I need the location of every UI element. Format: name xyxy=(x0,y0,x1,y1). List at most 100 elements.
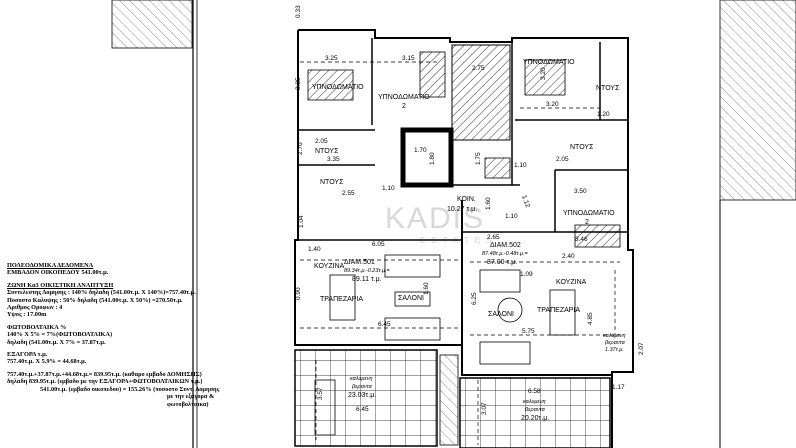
notes-ratio-2: 541.00τ.μ. (εμβαδο οικοπεδου) = 155.26% … xyxy=(40,385,220,393)
dim: 3.50 xyxy=(574,188,587,195)
dim: 3.25 xyxy=(325,55,338,62)
dim: 2.75 xyxy=(472,65,485,72)
bed-right xyxy=(524,59,566,96)
label-living-502: ΣΑΛΟΝΙ xyxy=(488,311,514,318)
elevator-shaft xyxy=(400,127,454,188)
dim: 3.25 xyxy=(295,77,302,90)
label-veranda-small-2: βεραντα xyxy=(604,340,626,346)
label-common-area: 10.27 τ.μ. xyxy=(447,206,477,213)
dim: 1.40 xyxy=(308,246,321,253)
dim: 2.05 xyxy=(556,156,569,163)
notes-purchase-area: 757.40τ.μ. Χ 5.9% = 44.68τ.μ. xyxy=(7,358,87,366)
dim: 1.10 xyxy=(505,213,518,220)
dim: 1.80 xyxy=(429,152,436,165)
label-apt-502-calc: 87.48τ.μ.-0.48τ.μ.= xyxy=(482,251,529,257)
label-veranda-left-area: 23.03τ.μ. xyxy=(348,392,376,399)
label-veranda-left-1: καλυμενη xyxy=(350,376,373,382)
label-bedroom2-left-num: 2 xyxy=(402,103,406,110)
dim: 1.75 xyxy=(475,152,482,165)
dim: 6.45 xyxy=(356,406,369,413)
notes-pv-area: δηλαδη (541.00τ.μ. Χ 7% = 37.87τ.μ. xyxy=(7,338,106,346)
dim: 1.60 xyxy=(423,282,430,295)
dim: 4.85 xyxy=(587,312,594,325)
label-veranda-right-area: 20.20τ.μ. xyxy=(521,415,549,422)
dim: 2.65 xyxy=(487,234,500,241)
dim: 2.40 xyxy=(562,253,575,260)
label-apt-502: ΔΙΑΜ.502 xyxy=(490,242,521,249)
label-dining-501: ΤΡΑΠΕΖΑΡΙΑ xyxy=(320,296,363,303)
dim: 6.45 xyxy=(378,321,391,328)
label-shower-left: ΝΤΟΥΣ xyxy=(315,148,339,155)
label-kitchen-501: ΚΟΥΖΙΝΑ xyxy=(314,263,345,270)
dim: 6.25 xyxy=(471,292,478,305)
notes-pv-percent: 140% Χ 5% = 7%(ΦΩΤΟΒΟΛΤΑΙΚΑ) xyxy=(7,331,113,339)
dim: 6.05 xyxy=(372,241,385,248)
label-apt-501: ΔΙΑΜ.501 xyxy=(344,259,375,266)
dim: 1.10 xyxy=(514,162,527,169)
label-apt-502-area: 87.00 τ.μ. xyxy=(487,259,517,266)
dim: 1.12 xyxy=(520,194,531,209)
label-apt-501-calc: 89.34τ.μ.-0.23τ.μ.= xyxy=(344,268,391,274)
watermark: KADIS xyxy=(385,202,485,235)
dim: 1.20 xyxy=(597,111,610,118)
dim: 2.55 xyxy=(342,190,355,197)
notes-building-coefficient: Συντελεστης Δομησης : 140% δηλαδη (541.0… xyxy=(7,289,196,297)
label-living-501: ΣΑΛΟΝΙ xyxy=(398,295,424,302)
dim: 3.20 xyxy=(546,101,559,108)
label-bedroom-right: ΥΠΝΟΔΩΜΑΤΙΟ xyxy=(523,59,575,66)
dimension-labels: 0.33 3.25 3.15 3.25 2.05 3.35 1.70 1.80 … xyxy=(295,5,645,415)
label-veranda-right-1: καλυμενη xyxy=(523,399,546,405)
notes-height: Υψος : 17.00m xyxy=(7,311,47,319)
wardrobe xyxy=(419,51,446,98)
label-bedroom-left: ΥΠΝΟΔΩΜΑΤΙΟ xyxy=(312,84,364,91)
notes-heading-purchase: ΕΞΑΓΟΡΑ τ.μ. xyxy=(7,351,48,359)
notes-ratio-1: δηλαδη 839.95τ.μ. (εμβαδο με την ΕΞΑΓΟΡΑ… xyxy=(7,378,203,386)
planning-notes: ΠΟΛΕΟΔΟΜΙΚΑ ΔΕΔΟΜΕΝΑ ΕΜΒΑΔΟΝ ΟΙΚΟΠΕΔΟΥ 5… xyxy=(7,262,307,408)
dim: 1.09 xyxy=(520,271,533,278)
notes-ratio-4: φωτοβολταικα) xyxy=(167,400,209,408)
dim: 3.35 xyxy=(327,156,340,163)
label-shower-left2: ΝΤΟΥΣ xyxy=(320,179,344,186)
label-dining-502: ΤΡΑΠΕΖΑΡΙΑ xyxy=(537,307,580,314)
notes-plot-area: ΕΜΒΑΔΟΝ ΟΙΚΟΠΕΔΟΥ 541.00τ.μ. xyxy=(7,269,109,277)
label-veranda-small-1: καλυμενη xyxy=(603,333,626,339)
dim: 0.33 xyxy=(295,5,302,18)
label-bedroom2-right-num: 2 xyxy=(585,219,589,226)
notes-coverage: Ποσοστο Καλυψης : 50% δηλαδη (541.00τ.μ.… xyxy=(7,296,183,304)
label-common: ΚΟΙΝ. xyxy=(457,196,476,203)
notes-floors: Αριθμος Οροφων : 4 xyxy=(7,304,63,312)
label-veranda-small-area: 1.37τ.μ. xyxy=(605,347,624,353)
notes-total: 757.40τ.μ.+37.87τ.μ.+44.68τ.μ.= 839.95τ.… xyxy=(7,370,202,378)
label-bedroom2-left: ΥΠΝΟΔΩΜΑΤΙΟ xyxy=(378,94,430,101)
dim: 1.10 xyxy=(382,185,395,192)
room-labels: ΥΠΝΟΔΩΜΑΤΙΟ ΥΠΝΟΔΩΜΑΤΙΟ 2 ΥΠΝΟΔΩΜΑΤΙΟ ΝΤ… xyxy=(312,59,626,422)
bed-left xyxy=(307,69,354,101)
dim: 6.58 xyxy=(528,388,541,395)
building-walls xyxy=(294,29,634,448)
dim: 3.15 xyxy=(402,55,415,62)
dim: 3.20 xyxy=(540,67,547,80)
label-kitchen-502: ΚΟΥΖΙΝΑ xyxy=(556,279,587,286)
notes-heading-planning: ΠΟΛΕΟΔΟΜΙΚΑ ΔΕΔΟΜΕΝΑ xyxy=(7,262,94,269)
dim: 3.57 xyxy=(317,387,324,400)
dim: 2.05 xyxy=(315,138,328,145)
label-veranda-right-2: βεραντα xyxy=(524,407,546,413)
bed-right-2 xyxy=(574,224,621,248)
label-veranda-left-2: βεραντα xyxy=(351,384,373,390)
notes-heading-zone: ΖΩΝΗ Κα3 ΟΙΚΙΣΤΙΚΗ ΑΝΑΠΤΥΞΗ xyxy=(7,281,114,289)
dim: 1.17 xyxy=(612,384,625,391)
label-shower-right-top: ΝΤΟΥΣ xyxy=(596,85,620,92)
notes-ratio-3: με την εξαγορα & xyxy=(167,393,215,401)
stair-landing xyxy=(484,157,511,179)
notes-heading-pv: ΦΩΤΟΒΟΛΤΑΙΚΑ % xyxy=(7,323,67,331)
veranda-left xyxy=(294,349,438,447)
dim: 5.75 xyxy=(522,328,535,335)
dim: 0.90 xyxy=(295,287,302,300)
staircase xyxy=(451,44,511,141)
label-shower-right: ΝΤΟΥΣ xyxy=(570,144,594,151)
label-apt-501-area: 89.11 τ.μ. xyxy=(352,276,382,283)
dim: 1.70 xyxy=(414,147,427,154)
dim: 3.07 xyxy=(481,402,488,415)
planter xyxy=(439,354,459,446)
